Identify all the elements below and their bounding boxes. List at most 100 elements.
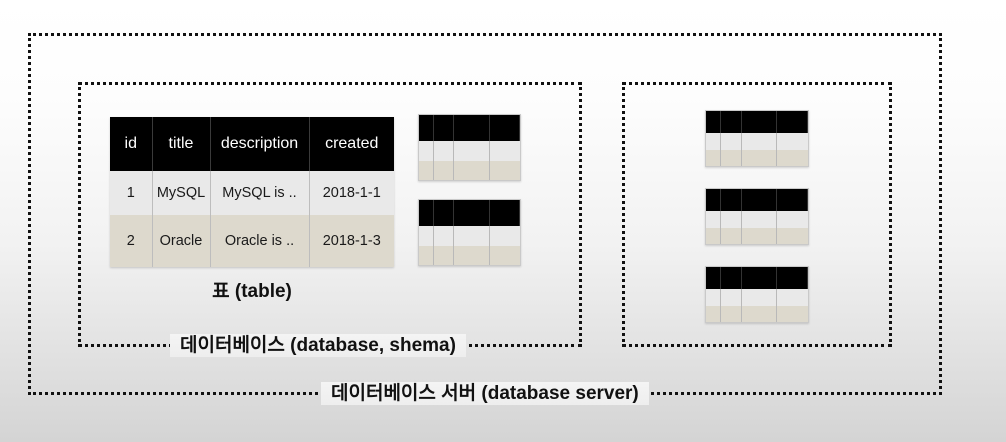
mini-cell	[777, 111, 808, 133]
mini-cell	[706, 189, 722, 211]
table-row: 2 Oracle Oracle is .. 2018-1-3	[110, 215, 394, 267]
column-header-id: id	[110, 117, 153, 171]
mini-cell	[742, 150, 778, 166]
mini-cell	[490, 226, 520, 246]
mini-table-row	[706, 211, 808, 228]
database-container-2	[622, 82, 892, 347]
mini-cell	[454, 161, 490, 180]
cell-created: 2018-1-3	[309, 215, 394, 267]
mini-cell	[777, 150, 808, 166]
mini-cell	[706, 111, 722, 133]
mini-table-header-row	[706, 111, 808, 133]
mini-cell	[742, 228, 778, 244]
cell-created: 2018-1-1	[309, 171, 394, 215]
mini-table-header-row	[419, 200, 520, 226]
mini-cell	[742, 211, 778, 228]
mini-cell	[434, 141, 455, 161]
mini-table-row	[706, 133, 808, 150]
cell-id: 2	[110, 215, 153, 267]
mini-cell	[706, 306, 722, 322]
mini-cell	[777, 267, 808, 289]
mini-cell	[419, 115, 435, 141]
cell-title: MySQL	[152, 171, 211, 215]
table-row: 1 MySQL MySQL is .. 2018-1-1	[110, 171, 394, 215]
column-header-description: description	[210, 117, 310, 171]
mini-cell	[721, 189, 742, 211]
mini-cell	[454, 226, 490, 246]
mini-cell	[706, 150, 722, 166]
mini-cell	[706, 133, 722, 150]
mini-cell	[490, 115, 520, 141]
mini-cell	[706, 211, 722, 228]
mini-cell	[777, 228, 808, 244]
database-server-label: 데이터베이스 서버 (database server)	[321, 382, 649, 405]
mini-cell	[721, 111, 742, 133]
mini-cell	[742, 111, 778, 133]
mini-cell	[454, 141, 490, 161]
mini-cell	[454, 115, 490, 141]
mini-table	[418, 114, 521, 181]
mini-cell	[706, 289, 722, 306]
mini-table-row	[419, 141, 520, 161]
mini-cell	[721, 306, 742, 322]
mini-table-header-row	[706, 267, 808, 289]
mini-cell	[490, 246, 520, 265]
mini-cell	[777, 189, 808, 211]
mini-table-row	[419, 246, 520, 265]
column-header-created: created	[309, 117, 394, 171]
mini-table-row	[419, 226, 520, 246]
mini-cell	[777, 133, 808, 150]
mini-cell	[490, 161, 520, 180]
mini-cell	[419, 246, 435, 265]
mini-cell	[490, 141, 520, 161]
mini-table-header-row	[706, 189, 808, 211]
cell-title: Oracle	[152, 215, 211, 267]
mini-cell	[777, 211, 808, 228]
mini-cell	[721, 133, 742, 150]
mini-cell	[419, 161, 435, 180]
mini-cell	[434, 226, 455, 246]
database-label-1: 데이터베이스 (database, shema)	[170, 334, 466, 357]
mini-table-row	[706, 228, 808, 244]
mini-table	[705, 110, 809, 167]
mini-cell	[742, 133, 778, 150]
mini-cell	[434, 115, 455, 141]
cell-description: MySQL is ..	[210, 171, 310, 215]
mini-cell	[777, 289, 808, 306]
mini-table	[705, 188, 809, 245]
mini-cell	[434, 161, 455, 180]
mini-cell	[721, 228, 742, 244]
mini-cell	[434, 200, 455, 226]
mini-table	[418, 199, 521, 266]
mini-table	[705, 266, 809, 323]
mini-cell	[742, 189, 778, 211]
mini-table-row	[419, 161, 520, 180]
cell-description: Oracle is ..	[210, 215, 310, 267]
table-caption: 표 (table)	[212, 281, 292, 302]
mini-cell	[742, 267, 778, 289]
cell-id: 1	[110, 171, 153, 215]
mini-cell	[742, 306, 778, 322]
mini-cell	[454, 200, 490, 226]
table-header-row: id title description created	[110, 117, 394, 171]
mini-cell	[721, 289, 742, 306]
mini-cell	[454, 246, 490, 265]
mini-cell	[721, 211, 742, 228]
mini-cell	[777, 306, 808, 322]
example-table: id title description created 1 MySQL MyS…	[110, 117, 394, 267]
mini-cell	[419, 141, 435, 161]
mini-table-header-row	[419, 115, 520, 141]
mini-table-row	[706, 306, 808, 322]
mini-cell	[434, 246, 455, 265]
mini-cell	[721, 150, 742, 166]
mini-cell	[419, 226, 435, 246]
mini-cell	[706, 228, 722, 244]
mini-table-row	[706, 150, 808, 166]
mini-cell	[419, 200, 435, 226]
column-header-title: title	[152, 117, 211, 171]
mini-cell	[490, 200, 520, 226]
mini-cell	[721, 267, 742, 289]
mini-cell	[706, 267, 722, 289]
mini-cell	[742, 289, 778, 306]
